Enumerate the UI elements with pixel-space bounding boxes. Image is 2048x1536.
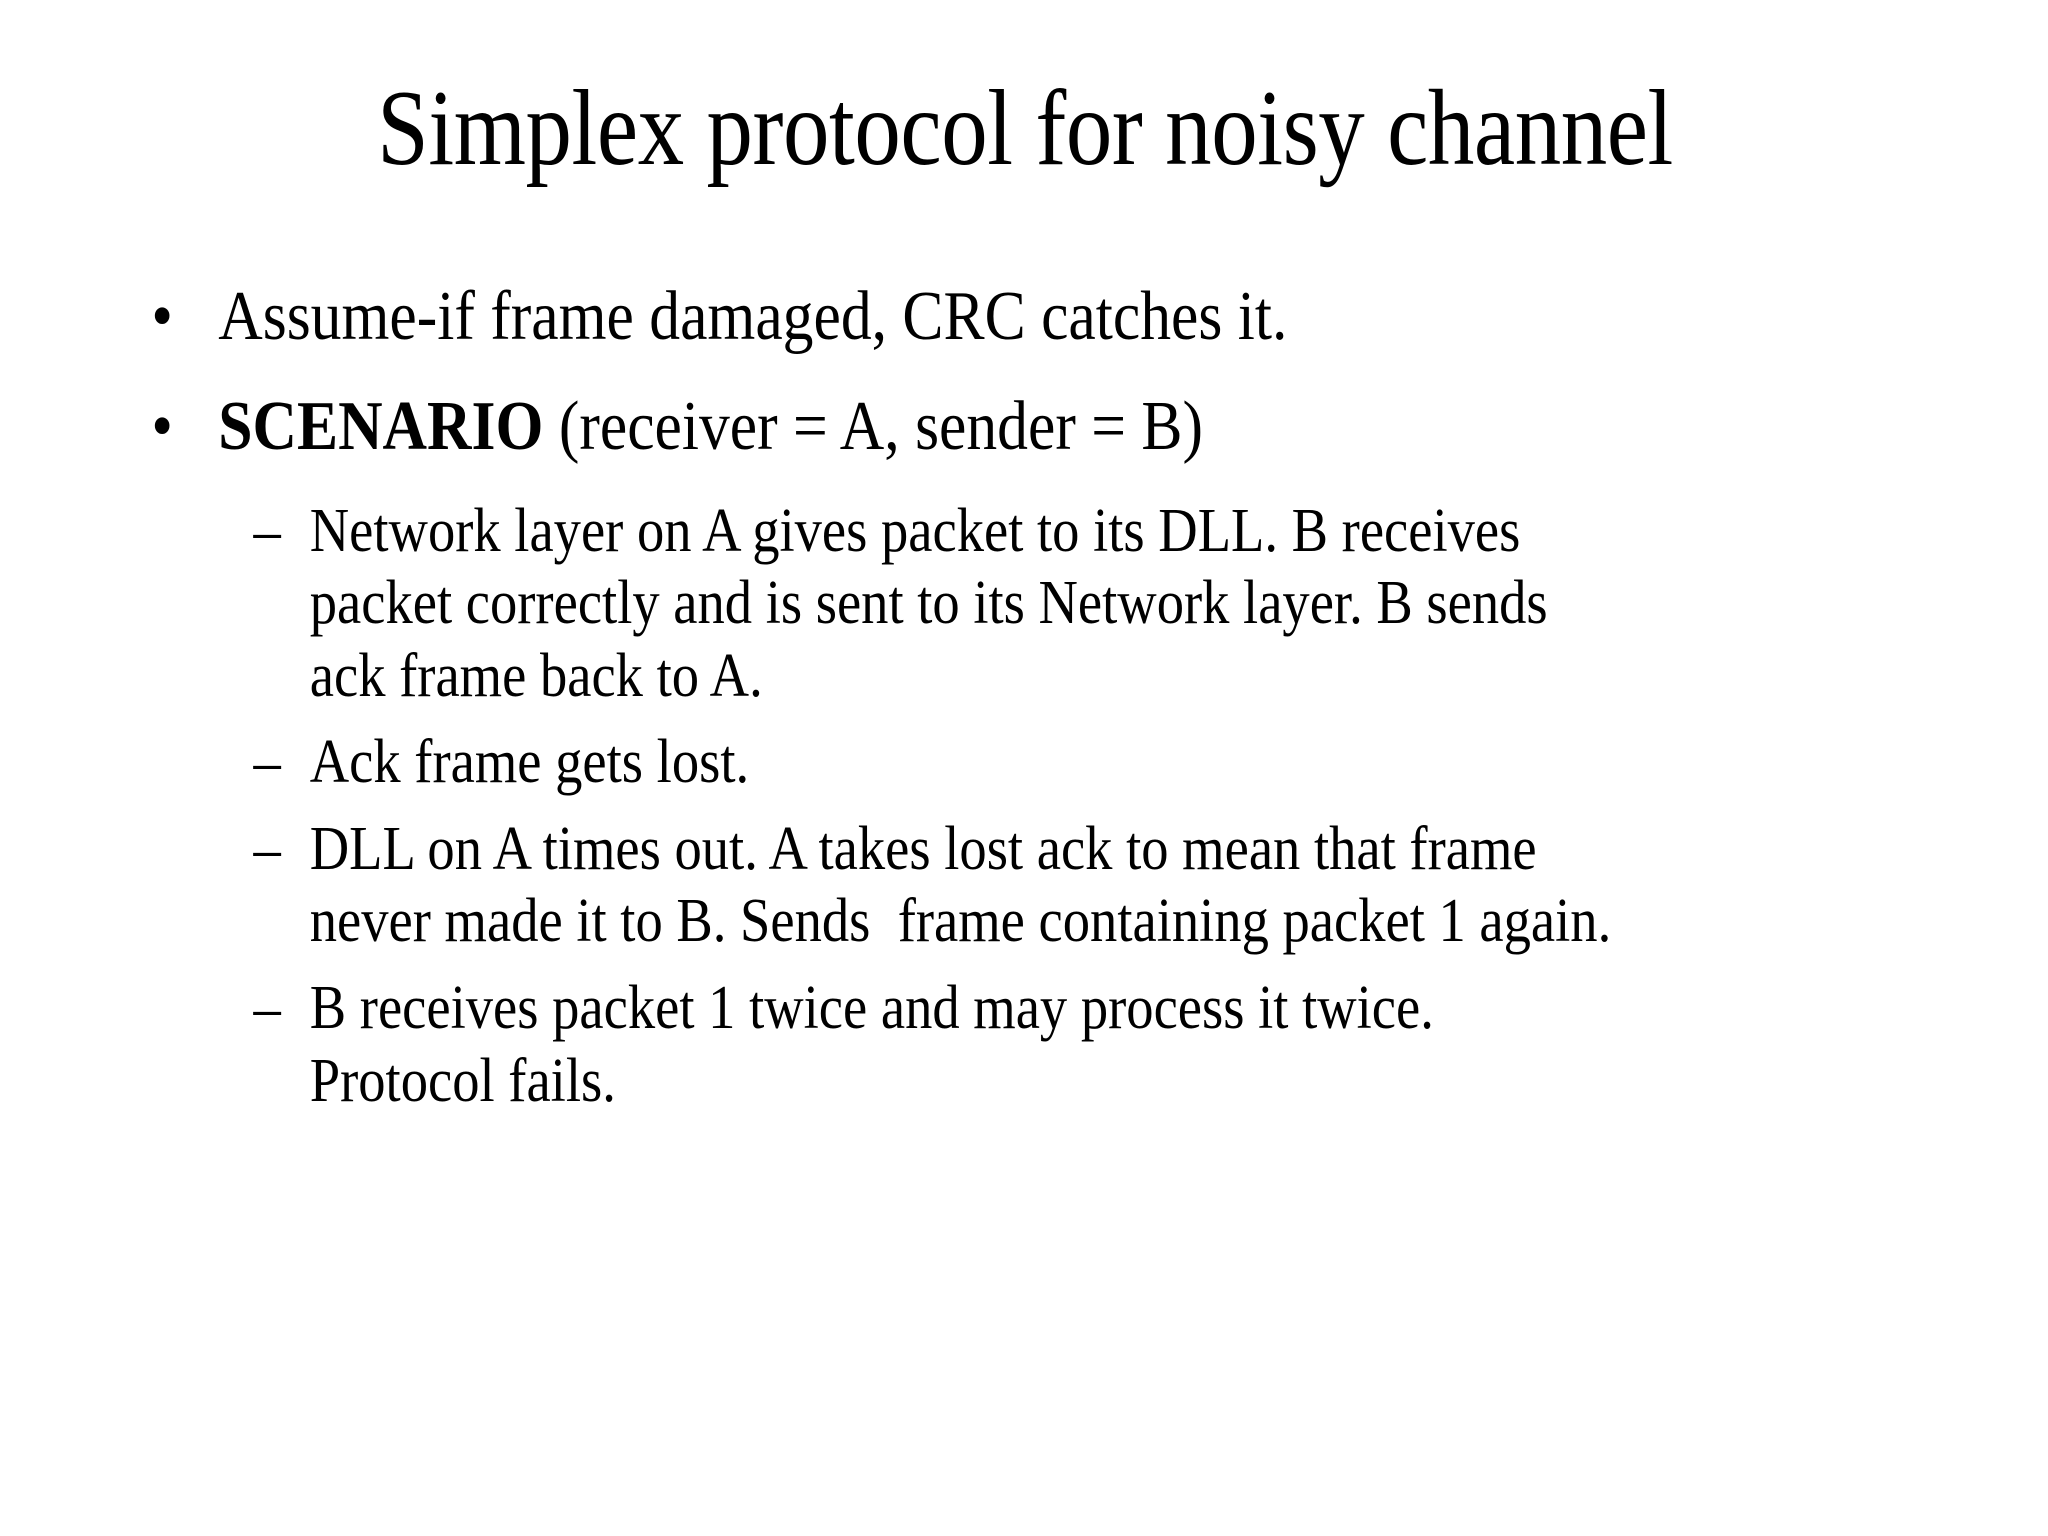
sub-bullet-text: B receives packet 1 twice and may proces… [309,973,1448,1115]
bullet-item-assume: • Assume-if frame damaged, CRC catches i… [0,278,1802,356]
sub-bullet-text: DLL on A times out. A takes lost ack to … [309,814,1612,956]
sub-bullet-item-network-layer: – Network layer on A gives packet to its… [0,495,1802,713]
dash-marker-icon: – [253,814,281,883]
sub-bullet-text: Network layer on A gives packet to its D… [309,496,1562,710]
bullet-text: Assume-if frame damaged, CRC catches it. [218,278,1288,355]
bullet-text-bold: SCENARIO [218,388,544,466]
bullet-marker-icon: • [151,388,173,466]
slide-body: • Assume-if frame damaged, CRC catches i… [0,278,2048,1131]
bullet-text: SCENARIO (receiver = A, sender = B) [218,388,1203,465]
bullet-text-rest: (receiver = A, sender = B) [543,388,1203,466]
sub-bullet-item-duplicate-packet: – B receives packet 1 twice and may proc… [0,972,1802,1117]
dash-marker-icon: – [253,496,281,565]
dash-marker-icon: – [253,728,281,797]
page-title: Simplex protocol for noisy channel [377,69,1673,189]
sub-bullet-item-dll-timeout: – DLL on A times out. A takes lost ack t… [0,813,1802,958]
dash-marker-icon: – [253,973,281,1042]
sub-bullet-item-ack-lost: – Ack frame gets lost. [0,726,1802,799]
bullet-item-scenario: • SCENARIO (receiver = A, sender = B) [0,388,1802,466]
sub-bullet-text: Ack frame gets lost. [309,728,750,797]
bullet-marker-icon: • [151,278,173,355]
